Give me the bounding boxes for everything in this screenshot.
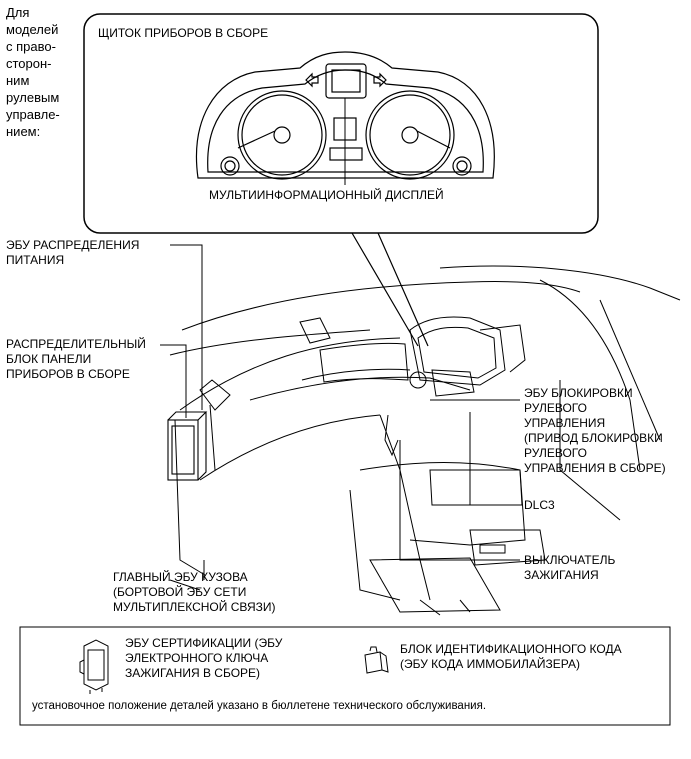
steering-lock-label: ЭБУ БЛОКИРОВКИ РУЛЕВОГО УПРАВЛЕНИЯ (ПРИВ… — [524, 386, 666, 475]
dlc3-label: DLC3 — [524, 498, 555, 512]
junction-block-drawing — [167, 411, 208, 481]
instrument-cluster-drawing — [195, 51, 495, 185]
legend-box — [19, 626, 671, 726]
display-label: МУЛЬТИИНФОРМАЦИОННЫЙ ДИСПЛЕЙ — [209, 188, 444, 202]
footnote: установочное положение деталей указано в… — [32, 700, 487, 712]
callout-box — [83, 13, 599, 234]
interior-drawing — [169, 265, 681, 616]
callout-pointer — [351, 232, 429, 347]
id-code-label: БЛОК ИДЕНТИФИКАЦИОННОГО КОДА (ЭБУ КОДА И… — [400, 642, 622, 671]
body-ecu-label: ГЛАВНЫЙ ЭБУ КУЗОВА (БОРТОВОЙ ЭБУ СЕТИ МУ… — [113, 570, 276, 614]
leader-lines — [160, 244, 520, 580]
cert-ecu-label: ЭБУ СЕРТИФИКАЦИИ (ЭБУ ЭЛЕКТРОННОГО КЛЮЧА… — [125, 636, 283, 680]
key-ecu-icon — [79, 639, 109, 694]
side-note: Для моделей с право- сторон- ним рулевым… — [6, 5, 60, 139]
junction-block-label: РАСПРЕДЕЛИТЕЛЬНЫЙ БЛОК ПАНЕЛИ ПРИБОРОВ В… — [6, 337, 146, 381]
immobilizer-ecu-icon — [364, 646, 389, 674]
ignition-label: ВЫКЛЮЧАТЕЛЬ ЗАЖИГАНИЯ — [524, 553, 616, 582]
callout-title: ЩИТОК ПРИБОРОВ В СБОРЕ — [98, 26, 269, 40]
power-ecu-label: ЭБУ РАСПРЕДЕЛЕНИЯ ПИТАНИЯ — [6, 238, 140, 267]
